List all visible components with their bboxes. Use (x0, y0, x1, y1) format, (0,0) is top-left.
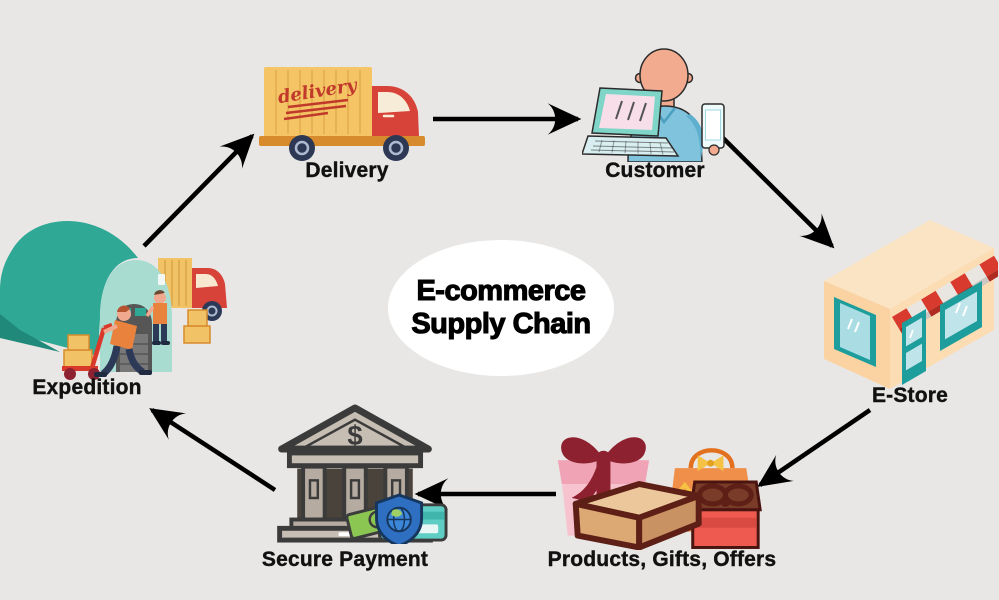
storefront-icon (824, 220, 998, 389)
center-title-badge: E-commerce Supply Chain (388, 240, 614, 376)
bank-payment-icon: $ (277, 404, 448, 544)
products-label: Products, Gifts, Offers (547, 548, 777, 571)
delivery-truck-icon: delivery (259, 67, 425, 161)
customer-head (639, 48, 689, 102)
warehouse-loading-icon (0, 220, 227, 380)
diagram-title-line1: E-commerce (416, 274, 587, 307)
arrow-payment-to-expedition (149, 408, 277, 492)
tan-parcel-box (572, 481, 702, 550)
security-shield-icon (375, 493, 424, 544)
customer-label: Customer (605, 159, 705, 182)
bank-building: $ (277, 404, 433, 543)
customer-laptop-icon (582, 48, 725, 162)
store-awning (892, 255, 998, 335)
estore-label: E-Store (871, 384, 949, 407)
gift-boxes-icon (557, 437, 762, 550)
red-gift-box (689, 480, 762, 549)
expedition-label: Expedition (32, 376, 142, 399)
pushing-worker (94, 305, 152, 377)
arrow-customer-to-estore (718, 133, 835, 249)
secure-payment-label: Secure Payment (261, 548, 429, 571)
delivery-label: Delivery (305, 159, 389, 182)
store-roof (824, 220, 994, 309)
diagram-title-line2: Supply Chain (411, 307, 592, 340)
arrow-expedition-to-delivery (142, 133, 255, 248)
arrow-estore-to-products (757, 408, 872, 487)
standing-worker (145, 290, 170, 345)
dollar-symbol: $ (347, 420, 362, 451)
box-stack (183, 309, 211, 344)
